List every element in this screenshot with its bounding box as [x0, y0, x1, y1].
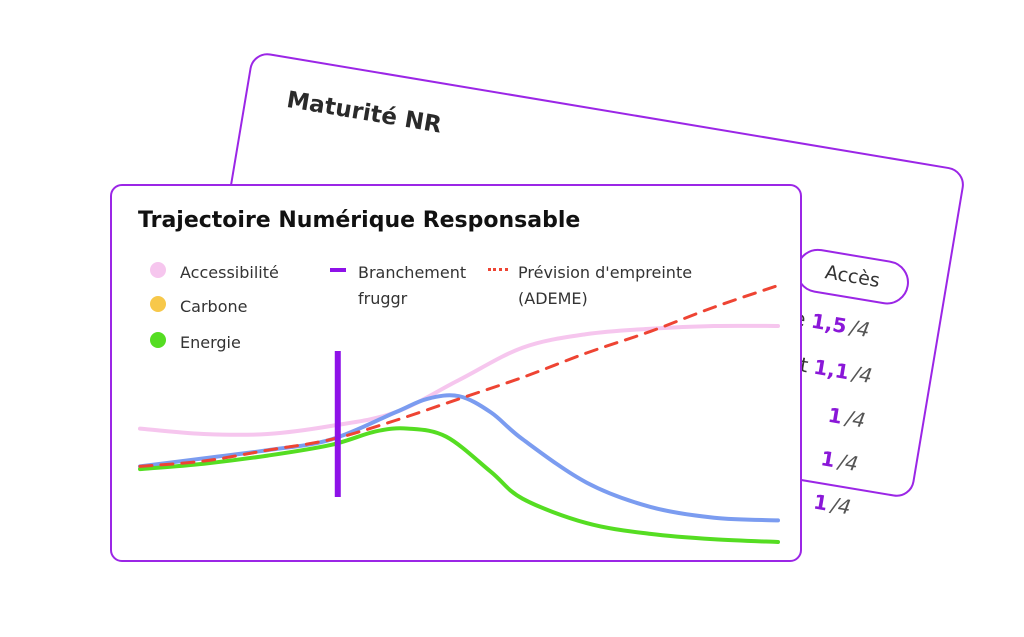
legend-label: Carbone — [180, 297, 248, 316]
blue-series-line — [138, 393, 780, 523]
branchement-marker-line — [334, 351, 341, 497]
accessibilite-series-line — [138, 323, 780, 437]
legend-label: Prévision d'empreinte (ADEME) — [518, 263, 693, 308]
legend-item-energie: Energie — [150, 330, 241, 356]
legend-dash-icon — [488, 268, 508, 271]
legend-item-prevision: Prévision d'empreinte (ADEME) — [488, 260, 698, 312]
legend-dot-icon — [150, 262, 166, 278]
chart-title: Trajectoire Numérique Responsable — [138, 208, 581, 233]
trajectory-card: Trajectoire Numérique Responsable Access… — [110, 184, 802, 562]
legend-item-branchement: Branchement fruggr — [330, 260, 470, 312]
legend-dot-icon — [150, 332, 166, 348]
legend-bar-icon — [330, 268, 346, 272]
legend-item-carbone: Carbone — [150, 294, 247, 320]
legend-label: Accessibilité — [180, 263, 279, 282]
energie-series-line — [138, 426, 780, 544]
legend-dot-icon — [150, 296, 166, 312]
legend-item-accessibilite: Accessibilité — [150, 260, 279, 286]
legend-label: Energie — [180, 333, 241, 352]
prevision-series-line — [138, 284, 780, 468]
legend-label: Branchement fruggr — [358, 263, 467, 308]
